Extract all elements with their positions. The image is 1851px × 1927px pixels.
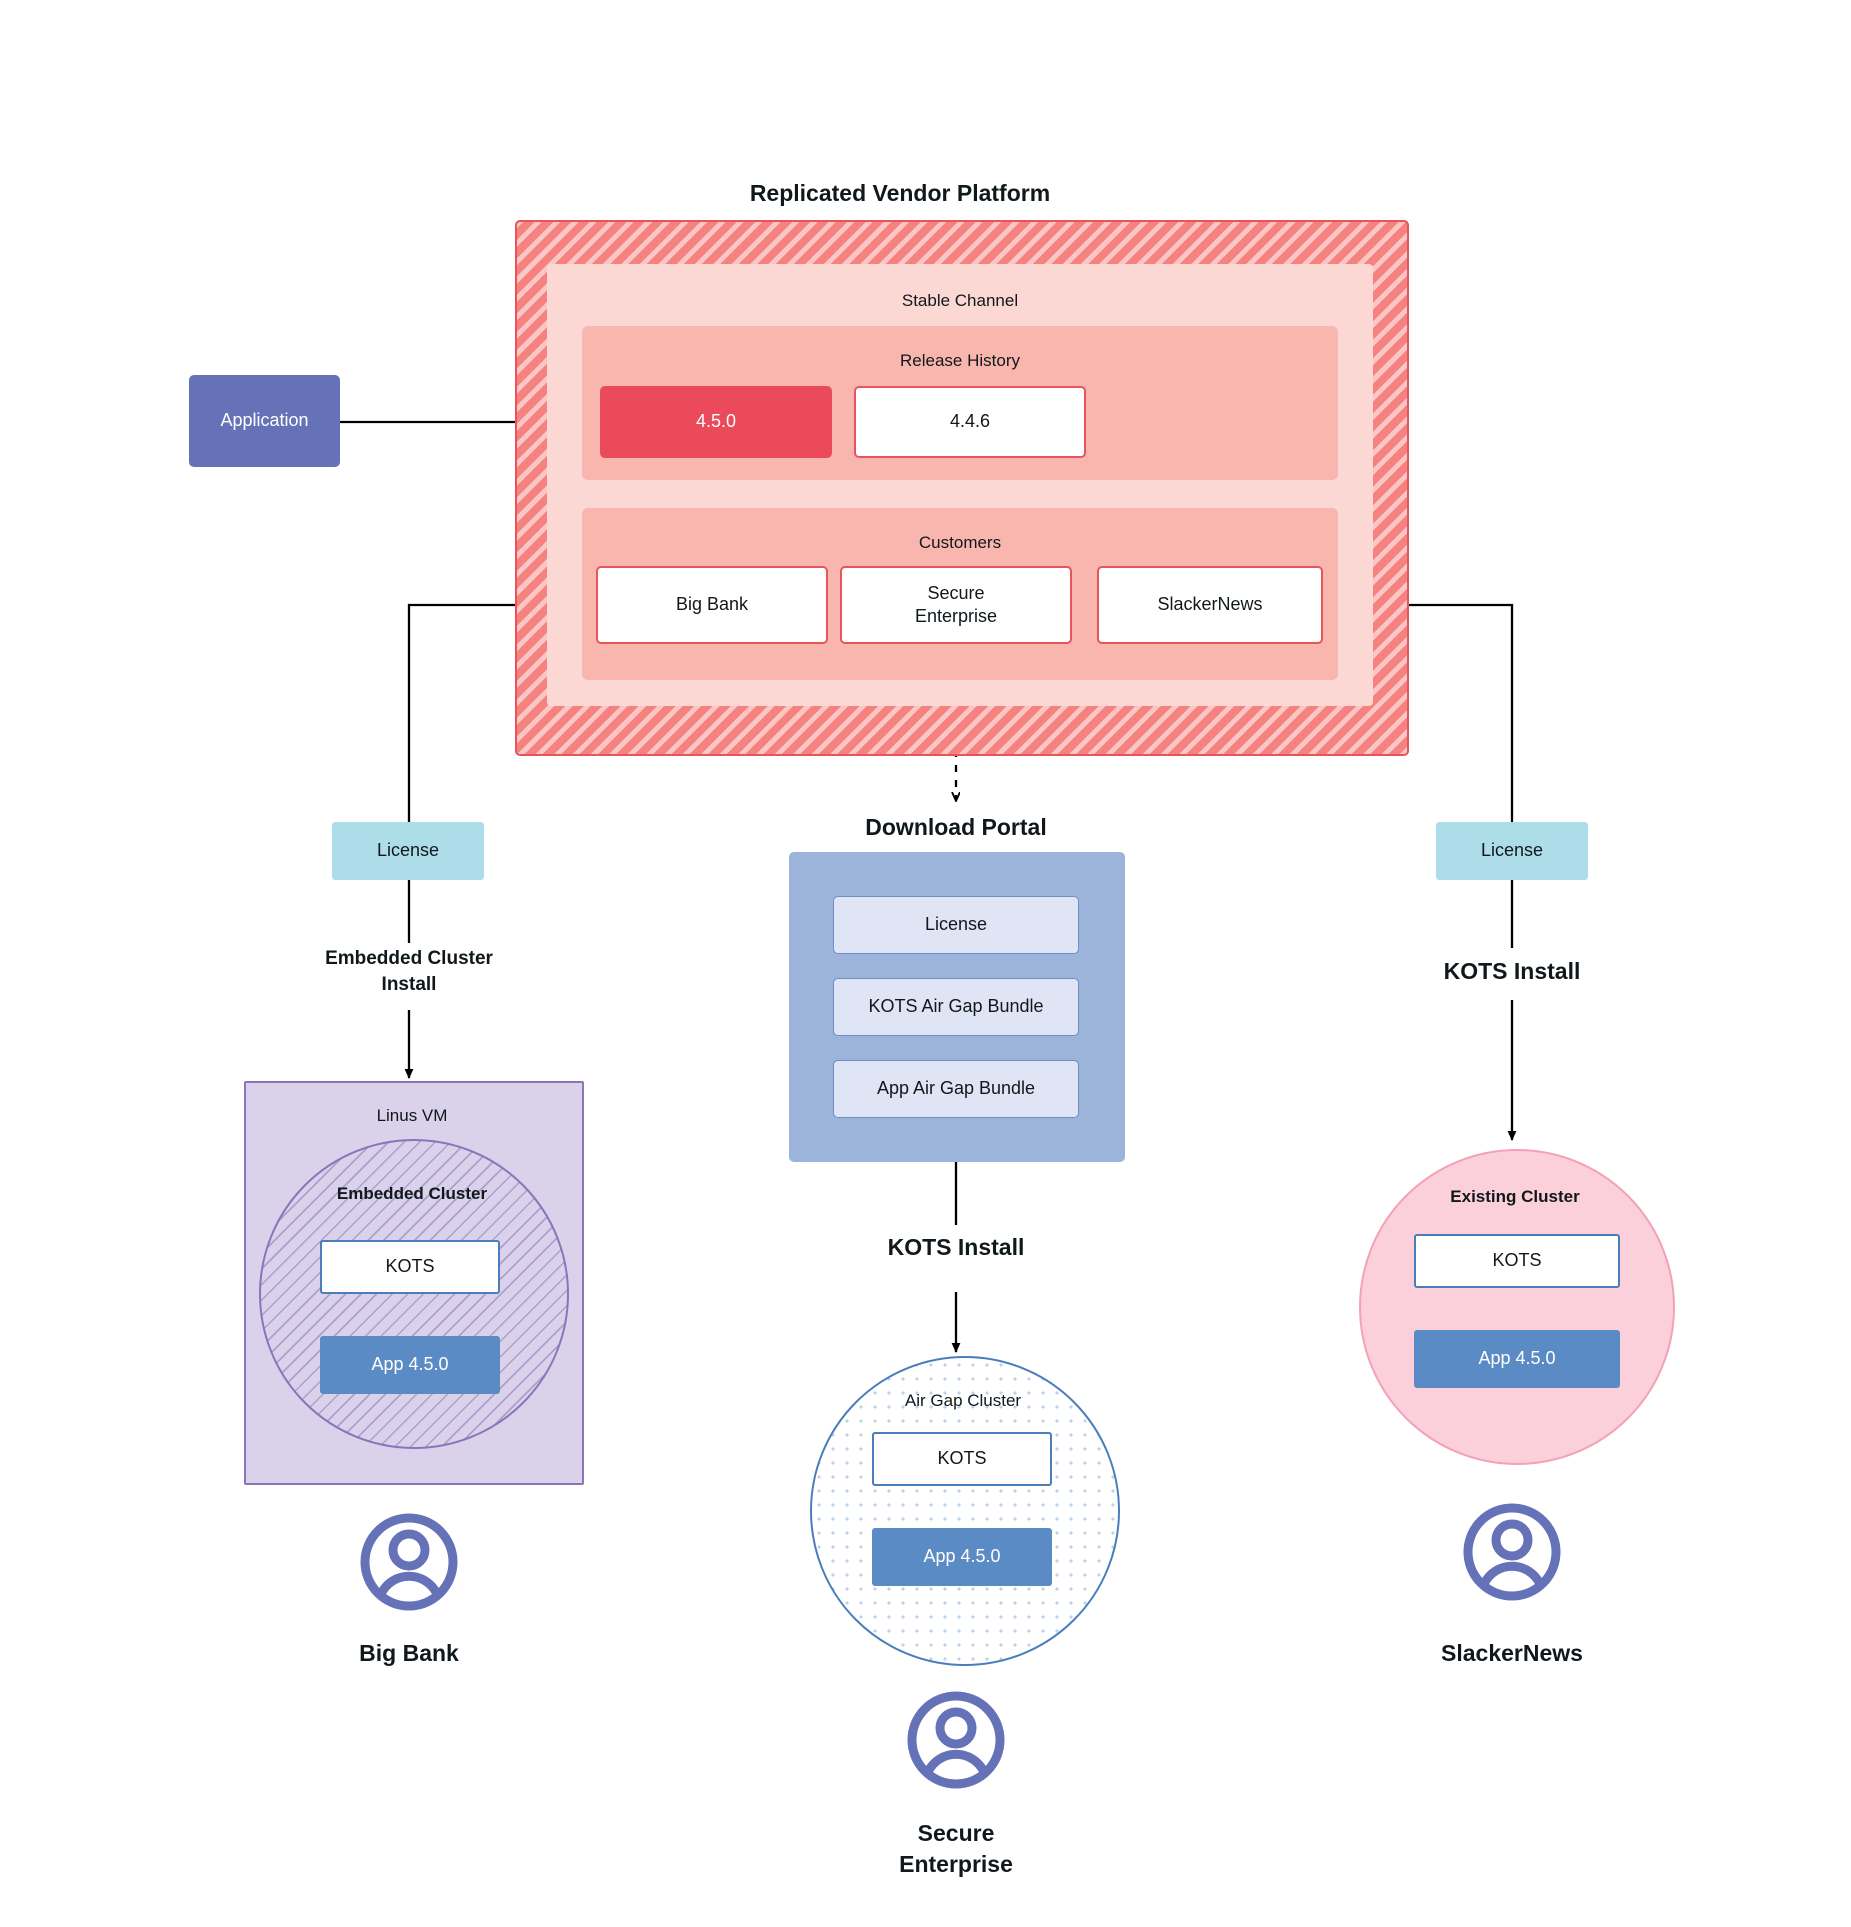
license-chip-left[interactable]: License xyxy=(332,822,484,880)
persona-label-big-bank: Big Bank xyxy=(359,1640,459,1666)
user-avatar-icon-big-bank xyxy=(360,1513,458,1611)
stable-channel-title: Stable Channel xyxy=(901,291,1019,310)
portal-item-app-air-gap-bundle[interactable]: App Air Gap Bundle xyxy=(833,1060,1079,1118)
customer-card-secure-enterprise[interactable]: Secure Enterprise xyxy=(840,566,1072,644)
app-version-box-airgap[interactable]: App 4.5.0 xyxy=(872,1528,1052,1586)
license-chip-right[interactable]: License xyxy=(1436,822,1588,880)
portal-item-license[interactable]: License xyxy=(833,896,1079,954)
customer-card-big-bank[interactable]: Big Bank xyxy=(596,566,828,644)
kots-box-embedded[interactable]: KOTS xyxy=(320,1240,500,1294)
persona-label-secure-enterprise: Secure Enterprise xyxy=(899,1820,1013,1878)
customer-card-slackernews[interactable]: SlackerNews xyxy=(1097,566,1323,644)
air-gap-cluster-title: Air Gap Cluster xyxy=(904,1391,1022,1410)
release-card-current[interactable]: 4.5.0 xyxy=(600,386,832,458)
user-avatar-icon-secure-enterprise xyxy=(907,1691,1005,1789)
existing-cluster-title: Existing Cluster xyxy=(1450,1187,1580,1206)
kots-install-label-middle: KOTS Install xyxy=(887,1234,1025,1260)
embedded-cluster-circle xyxy=(259,1139,569,1449)
embedded-cluster-install-label: Embedded Cluster Install xyxy=(325,948,493,995)
persona-label-slackernews: SlackerNews xyxy=(1441,1640,1583,1666)
app-version-box-embedded[interactable]: App 4.5.0 xyxy=(320,1336,500,1394)
app-version-box-existing[interactable]: App 4.5.0 xyxy=(1414,1330,1620,1388)
kots-install-label-right: KOTS Install xyxy=(1443,958,1581,984)
kots-box-airgap[interactable]: KOTS xyxy=(872,1432,1052,1486)
kots-box-existing[interactable]: KOTS xyxy=(1414,1234,1620,1288)
air-gap-cluster-circle xyxy=(810,1356,1120,1666)
customers-title: Customers xyxy=(918,533,1002,552)
application-box[interactable]: Application xyxy=(189,375,340,467)
release-card-previous[interactable]: 4.4.6 xyxy=(854,386,1086,458)
platform-title: Replicated Vendor Platform xyxy=(749,180,1051,206)
release-history-title: Release History xyxy=(900,351,1020,370)
download-portal-title: Download Portal xyxy=(865,814,1047,840)
user-avatar-icon-slackernews xyxy=(1463,1503,1561,1601)
embedded-cluster-title: Embedded Cluster xyxy=(336,1184,488,1203)
existing-cluster-circle xyxy=(1359,1149,1675,1465)
linux-vm-title: Linus VM xyxy=(376,1106,448,1125)
portal-item-kots-air-gap-bundle[interactable]: KOTS Air Gap Bundle xyxy=(833,978,1079,1036)
